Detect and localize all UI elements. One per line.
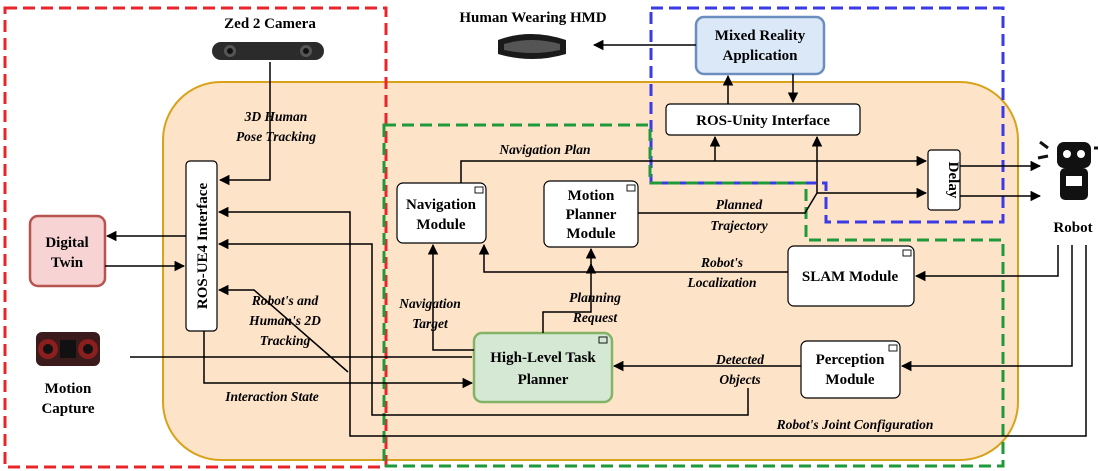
- task-planner-box: [472, 331, 614, 404]
- planning-request-label-2: Request: [572, 310, 619, 325]
- robot-label: Robot: [1053, 220, 1092, 236]
- green-planning-region: [382, 123, 1005, 468]
- ros-ue4-label: ROS-UE4 Interface: [195, 183, 211, 310]
- delay-box: [927, 149, 961, 211]
- perception-module-label-1: Perception: [816, 352, 886, 368]
- mixed-reality-box: [694, 15, 826, 76]
- navigation-module-box: [396, 182, 487, 244]
- motion-capture-label-2: Capture: [41, 401, 94, 417]
- digital-twin-label-2: Twin: [51, 255, 84, 271]
- zed-camera-icon: [212, 42, 324, 60]
- navigation-module-label-2: Module: [416, 217, 466, 233]
- mixed-reality-label-1: Mixed Reality: [715, 28, 806, 44]
- pose-tracking-label-1: 3D Human: [244, 109, 308, 124]
- detected-objects-label-2: Objects: [719, 372, 760, 387]
- slam-module-box: [787, 245, 915, 307]
- localization-label-1: Robot's: [700, 255, 743, 270]
- tracking-2d-label-2: Human's 2D: [248, 313, 321, 328]
- slam-module-label: SLAM Module: [802, 269, 899, 285]
- navigation-module-label-1: Navigation: [406, 197, 477, 213]
- tracking-2d-label-3: Tracking: [260, 333, 311, 348]
- ros-unity-label: ROS-Unity Interface: [696, 113, 830, 129]
- zed-camera-label: Zed 2 Camera: [224, 16, 316, 32]
- navigation-target-label-1: Navigation: [398, 296, 461, 311]
- hmd-headset-icon: [498, 34, 566, 59]
- interaction-state-label: Interaction State: [224, 389, 318, 404]
- navigation-plan-label: Navigation Plan: [498, 142, 590, 157]
- task-planner-label-2: Planner: [518, 372, 569, 388]
- motion-planner-label-1: Motion: [568, 188, 615, 204]
- mixed-reality-label-2: Application: [722, 48, 798, 64]
- motion-planner-box: [543, 180, 639, 248]
- localization-label-2: Localization: [686, 275, 756, 290]
- component-icon: [888, 344, 898, 352]
- motion-planner-label-3: Module: [566, 226, 616, 242]
- planning-request-label-1: Planning: [569, 290, 621, 305]
- perception-module-label-2: Module: [825, 372, 875, 388]
- ros-ue4-box: [185, 160, 218, 332]
- component-icon: [902, 249, 912, 257]
- robot-icon: [1037, 140, 1098, 200]
- planned-trajectory-label-1: Planned: [716, 197, 763, 212]
- component-icon: [626, 184, 636, 192]
- joint-config-label: Robot's Joint Configuration: [776, 417, 934, 432]
- motion-planner-label-2: Planner: [566, 207, 617, 223]
- connection-arrows: [105, 39, 1087, 437]
- ros-unity-box: [665, 103, 861, 136]
- component-icon: [474, 186, 484, 194]
- delay-label: Delay: [945, 162, 961, 199]
- pose-tracking-label-2: Pose Tracking: [236, 129, 316, 144]
- motion-capture-label-1: Motion: [45, 381, 92, 397]
- component-icon: [598, 336, 608, 344]
- hmd-label: Human Wearing HMD: [459, 10, 606, 26]
- tracking-2d-label-1: Robot's and: [251, 293, 319, 308]
- motion-capture-icon: [36, 332, 100, 366]
- digital-twin-label-1: Digital: [45, 235, 88, 251]
- digital-twin-box: [28, 214, 107, 288]
- detected-objects-label-1: Detected: [715, 352, 764, 367]
- planned-trajectory-label-2: Trajectory: [710, 218, 768, 233]
- navigation-target-label-2: Target: [412, 316, 449, 331]
- perception-module-box: [800, 340, 901, 399]
- red-perception-region: [3, 6, 388, 469]
- task-planner-label-1: High-Level Task: [490, 350, 596, 366]
